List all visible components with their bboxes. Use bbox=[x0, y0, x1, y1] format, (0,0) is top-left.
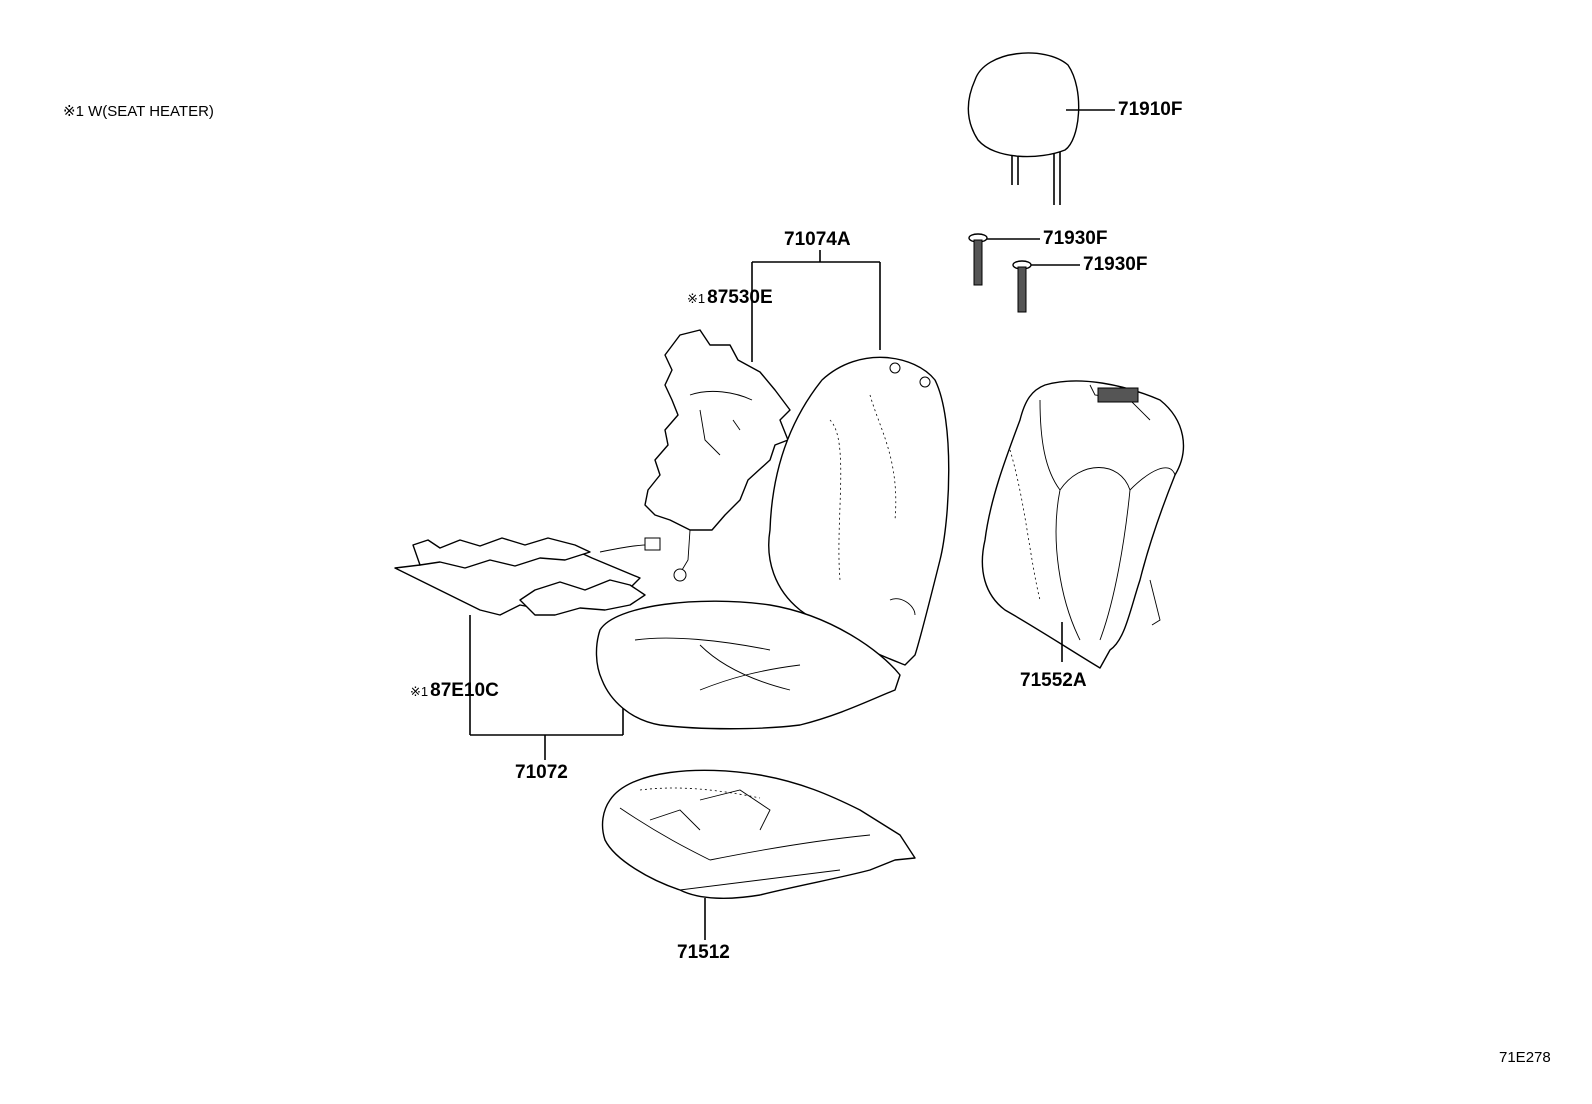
headrest-guide-illustration bbox=[968, 233, 1080, 313]
seat-heater-legend: ※1 W(SEAT HEATER) bbox=[63, 104, 214, 119]
part-label-seatback-heater[interactable]: 87530E bbox=[707, 287, 773, 308]
cushion-pad-illustration bbox=[601, 769, 916, 940]
seatback-pad-illustration bbox=[981, 380, 1185, 669]
cushion-heater-illustration bbox=[394, 537, 661, 760]
part-label-guide-1[interactable]: 71930F bbox=[1043, 228, 1108, 249]
part-label-headrest[interactable]: 71910F bbox=[1118, 99, 1183, 120]
seatback-illustration bbox=[768, 356, 950, 666]
part-label-seatback-assy[interactable]: 71074A bbox=[784, 229, 851, 250]
seatback-heater-illustration bbox=[644, 329, 791, 582]
seat-cushion-illustration bbox=[595, 600, 901, 730]
part-label-cushion-assy[interactable]: 71072 bbox=[515, 762, 568, 783]
legend-symbol: ※1 bbox=[63, 103, 84, 120]
legend-text: W(SEAT HEATER) bbox=[88, 103, 214, 120]
seatback-assy-leader bbox=[751, 250, 881, 362]
seatback-heater-mark: ※1 bbox=[687, 291, 706, 306]
part-label-cushion-pad[interactable]: 71512 bbox=[677, 942, 730, 963]
part-label-seatback-pad[interactable]: 71552A bbox=[1020, 670, 1087, 691]
part-label-cushion-heater[interactable]: 87E10C bbox=[430, 680, 499, 701]
headrest-illustration bbox=[967, 52, 1115, 205]
part-label-guide-2[interactable]: 71930F bbox=[1083, 254, 1148, 275]
cushion-heater-mark: ※1 bbox=[410, 684, 429, 699]
figure-id: 71E278 bbox=[1499, 1049, 1551, 1066]
